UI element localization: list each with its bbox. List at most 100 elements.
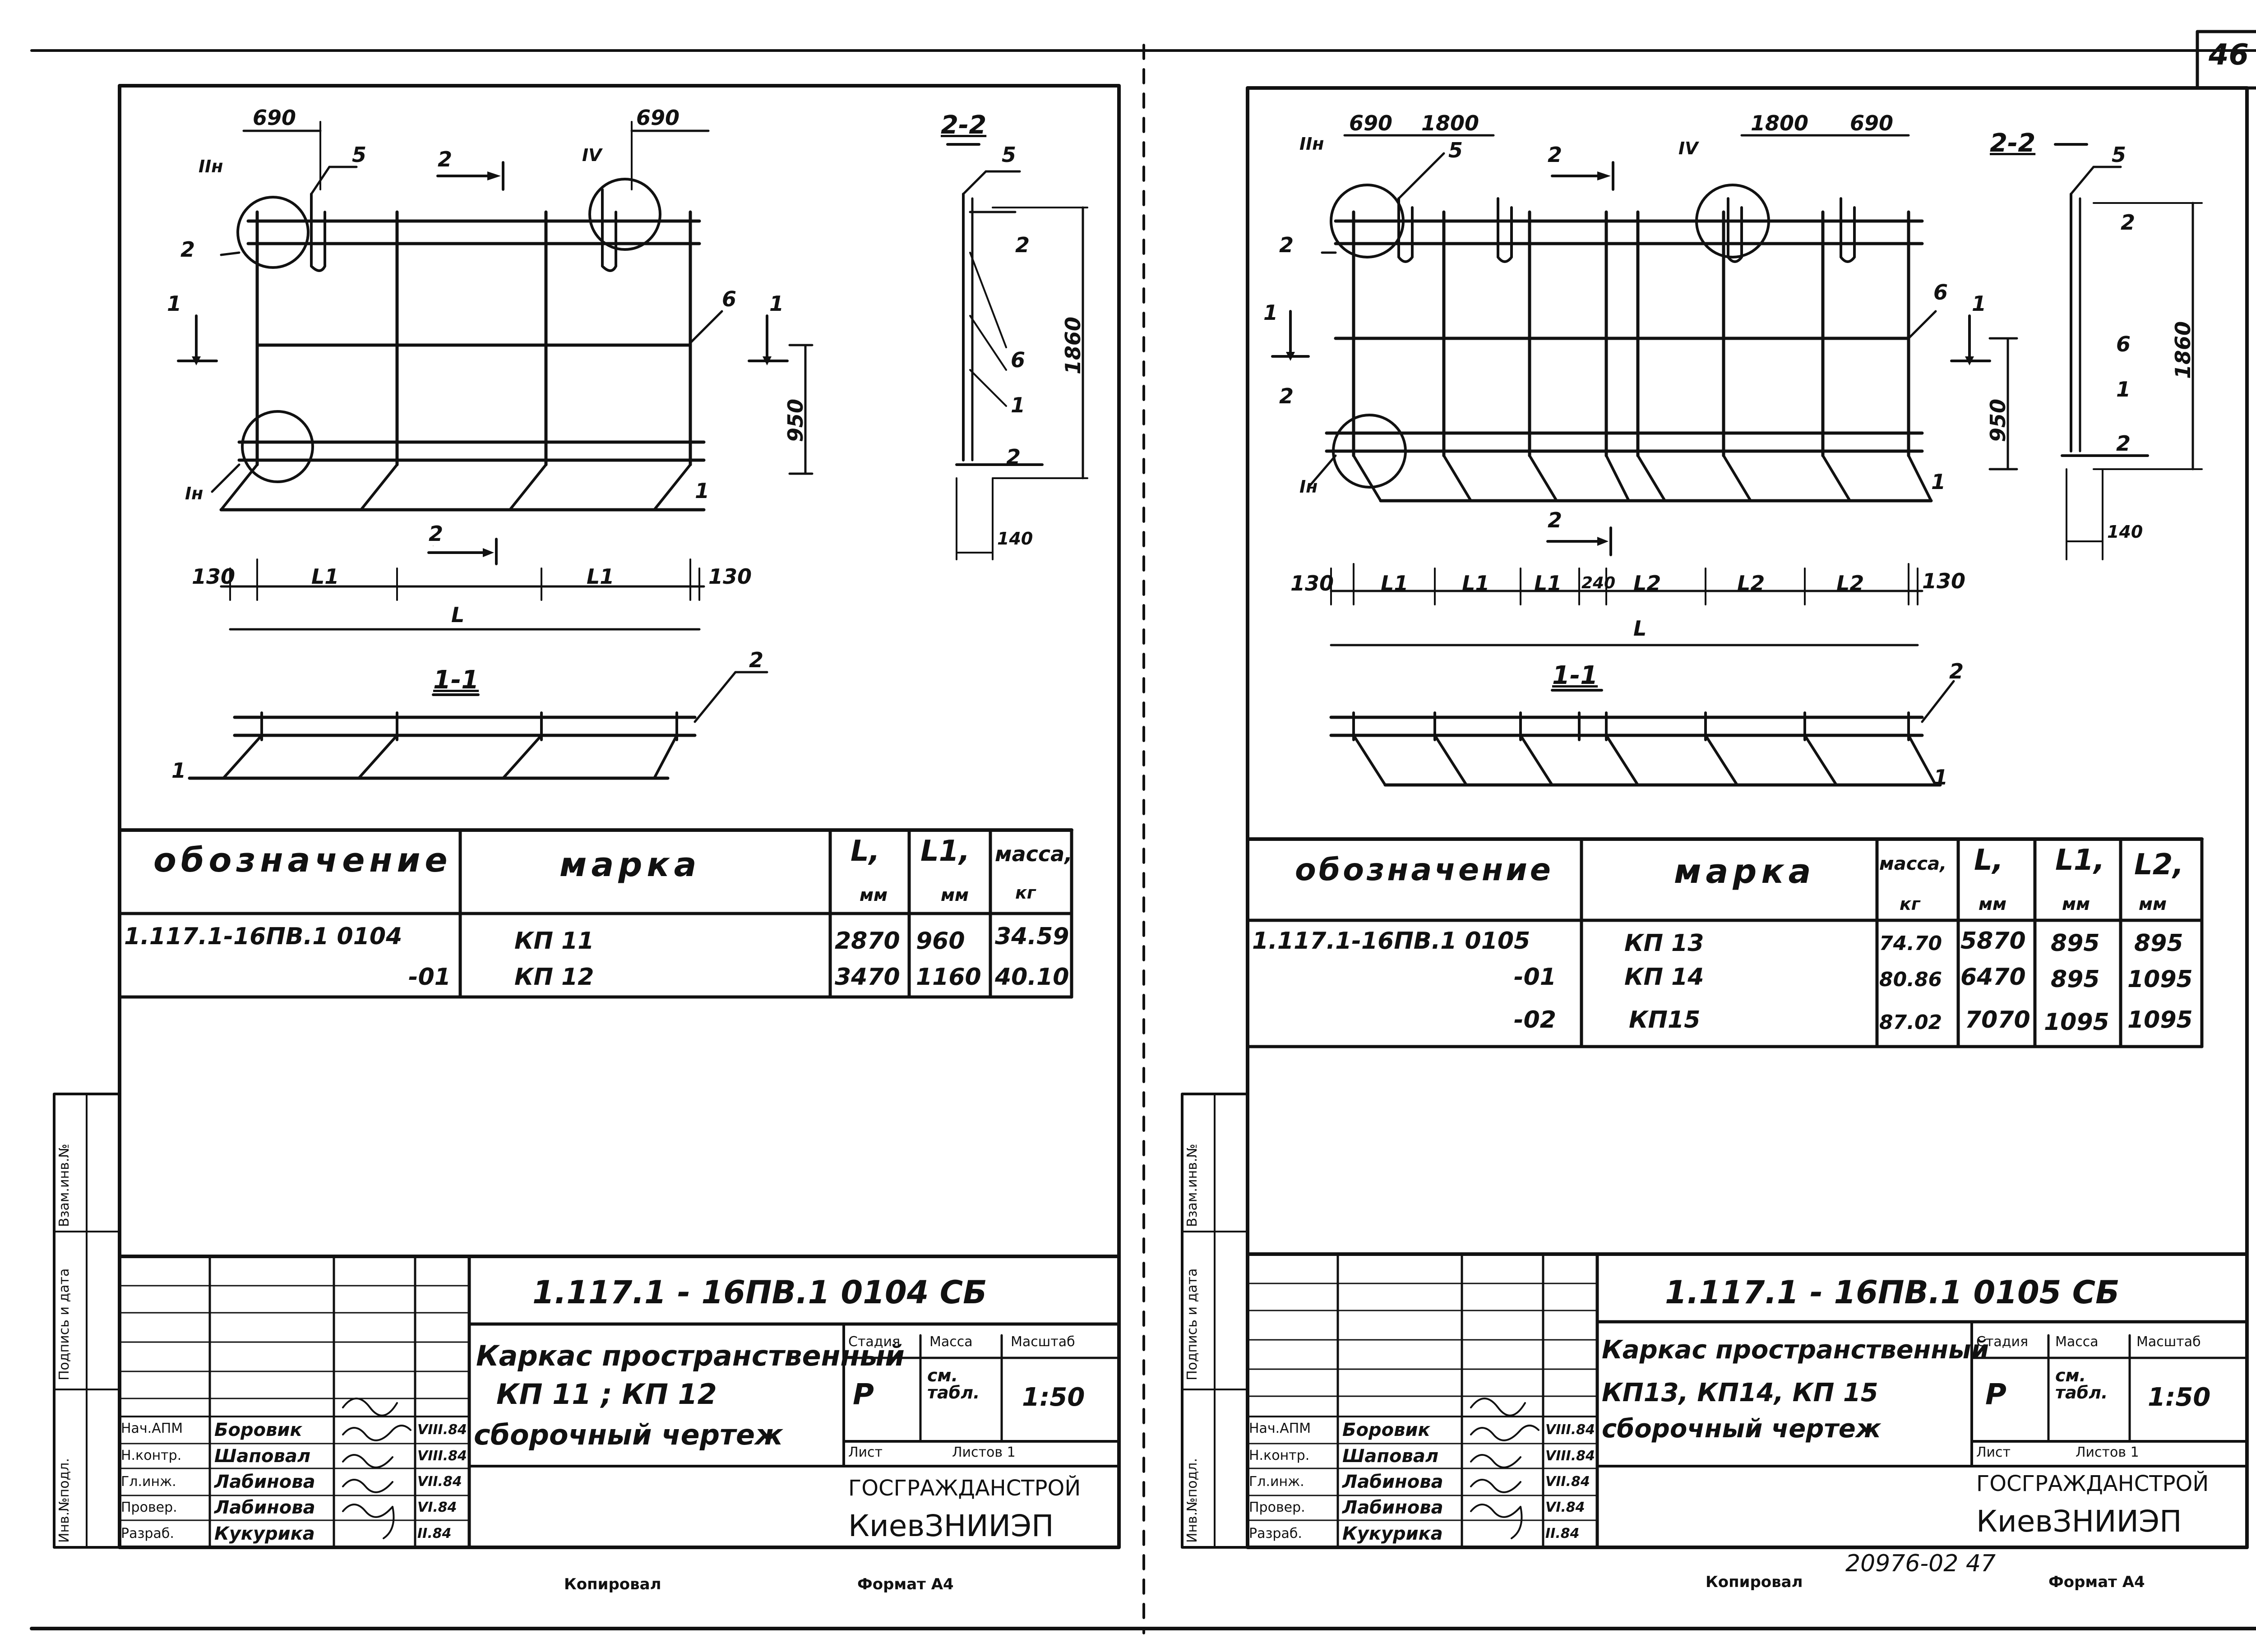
section-2-2-callout-1: 1	[2116, 377, 2131, 401]
col-L1-unit: мм	[2062, 894, 2090, 914]
footer-format: Формат А4	[2048, 1573, 2145, 1591]
callout-1a: 1	[1931, 470, 1946, 494]
cell-designation: 1.117.1-16ПВ.1 0104	[124, 923, 402, 950]
callout-2b: 2	[1279, 384, 1294, 408]
col-L-unit: мм	[1979, 894, 2007, 914]
section-1-1-callout-2: 2	[1949, 659, 1964, 683]
stage-label: Стадия	[1976, 1334, 2029, 1350]
cell-L1: 895	[2051, 966, 2100, 993]
cell-mark: КП 11	[514, 928, 594, 955]
callout-IIn: IIн	[1299, 134, 1324, 154]
org-name: ГОСГРАЖДАНСТРОЙ	[1976, 1471, 2209, 1496]
cell-mass: 74.70	[1879, 932, 1942, 955]
cell-L: 6470	[1960, 964, 2026, 991]
sign-date: VIII.84	[417, 1422, 467, 1438]
cell-designation: 1.117.1-16ПВ.1 0105	[1252, 928, 1530, 955]
title-line-3: сборочный чертеж	[474, 1418, 783, 1451]
callout-6: 6	[1933, 280, 1948, 305]
section-mark-1a: 1	[167, 291, 182, 316]
org-name: ГОСГРАЖДАНСТРОЙ	[848, 1476, 1081, 1501]
person-name: Шаповал	[214, 1446, 311, 1467]
col-mass-header: масса,	[1879, 854, 1947, 874]
dim-L1-a: L1	[1381, 571, 1409, 595]
section-2-2-callout-2: 2	[1015, 233, 1030, 257]
sign-date: VI.84	[417, 1500, 457, 1515]
title-line-1: Каркас пространственный	[476, 1339, 905, 1372]
cell-designation: -01	[1514, 964, 1556, 991]
cell-L1: 895	[2051, 930, 2100, 957]
person-name: Боровик	[1342, 1420, 1430, 1440]
section-title-2-2: 2-2	[1990, 129, 2036, 158]
cell-mark: КП 14	[1624, 964, 1704, 991]
role-label: Нач.АПМ	[121, 1421, 183, 1436]
side-replacement-inv: Взам.инв.№	[1184, 1144, 1200, 1227]
callout-5: 5	[352, 143, 367, 167]
cell-L: 7070	[1965, 1006, 2030, 1034]
col-mass-unit: кг	[1900, 894, 1920, 914]
callout-IV: IV	[582, 145, 602, 165]
stage-value: Р	[1985, 1378, 2006, 1412]
cell-designation: -01	[408, 964, 451, 991]
sheet-label: Лист	[848, 1444, 883, 1460]
side-signature-date: Подпись и дата	[56, 1268, 72, 1381]
cell-L1: 960	[916, 928, 965, 955]
person-name: Кукурика	[1342, 1523, 1443, 1544]
col-L1-header: L1,	[920, 835, 970, 868]
cell-L2: 895	[2134, 930, 2183, 957]
side-inventory-number: Инв.№подл.	[1184, 1458, 1200, 1543]
col-L1-unit: мм	[941, 885, 969, 905]
sign-date: II.84	[1545, 1526, 1580, 1541]
section-2-2-callout-5: 5	[2112, 143, 2127, 167]
section-title-1-1: 1-1	[433, 665, 479, 695]
section-mark-2: 2	[1548, 143, 1563, 167]
dim-L1-c: L1	[1534, 571, 1562, 595]
callout-5: 5	[1448, 138, 1463, 162]
cell-L2: 1095	[2127, 966, 2193, 993]
sheet-label: Лист	[1976, 1444, 2011, 1460]
sign-date: VII.84	[417, 1474, 462, 1490]
col-mark-header: марка	[1674, 852, 1816, 891]
dim-top-3: 1800	[1751, 111, 1809, 135]
col-L2-header: L2,	[2134, 848, 2184, 881]
col-mark-header: марка	[559, 845, 701, 884]
archive-number: 20976-02 47	[1845, 1550, 1996, 1577]
section-title-1-1: 1-1	[1552, 661, 1598, 690]
footer-format: Формат А4	[857, 1575, 954, 1593]
section-mark-1b: 1	[769, 291, 784, 316]
cell-mark: КП 12	[514, 964, 594, 991]
role-label: Н.контр.	[1249, 1448, 1310, 1463]
sign-date: VII.84	[1545, 1474, 1590, 1490]
person-name: Лабинова	[214, 1497, 315, 1518]
dim-L-total: L	[451, 603, 465, 627]
side-inventory-number: Инв.№подл.	[56, 1458, 72, 1543]
section-2-2-callout-1: 1	[1011, 393, 1026, 417]
col-mass-unit: кг	[1015, 883, 1036, 903]
cell-mass: 87.02	[1879, 1011, 1942, 1034]
cell-mark: КП15	[1629, 1006, 1701, 1034]
dim-240: 240	[1581, 574, 1616, 592]
person-name: Лабинова	[1342, 1497, 1443, 1518]
callout-2a: 2	[180, 237, 195, 262]
col-L-unit: мм	[860, 885, 888, 905]
sign-date: II.84	[417, 1526, 452, 1541]
person-name: Лабинова	[214, 1472, 315, 1492]
cell-designation: -02	[1514, 1006, 1556, 1034]
section-2-2-callout-2: 2	[2121, 210, 2136, 235]
section-mark-2: 2	[438, 147, 453, 171]
role-label: Нач.АПМ	[1249, 1421, 1311, 1436]
callout-6: 6	[722, 287, 737, 311]
role-label: Провер.	[121, 1500, 177, 1515]
org-institute: КиевЗНИИЭП	[1976, 1504, 2182, 1539]
section-2-2-callout-6: 6	[2116, 332, 2131, 356]
sign-date: VIII.84	[417, 1448, 467, 1464]
cell-L1: 1160	[916, 964, 981, 991]
dim-140: 140	[2107, 522, 2143, 542]
dim-130-left: 130	[192, 564, 236, 589]
section-title-2-2: 2-2	[941, 111, 987, 140]
sign-date: VI.84	[1545, 1500, 1585, 1515]
callout-IIn: IIн	[199, 157, 223, 176]
dim-L1-b: L1	[1462, 571, 1490, 595]
title-line-2: КП13, КП14, КП 15	[1602, 1378, 1878, 1407]
cell-L: 3470	[835, 964, 900, 991]
callout-IV: IV	[1678, 138, 1698, 158]
